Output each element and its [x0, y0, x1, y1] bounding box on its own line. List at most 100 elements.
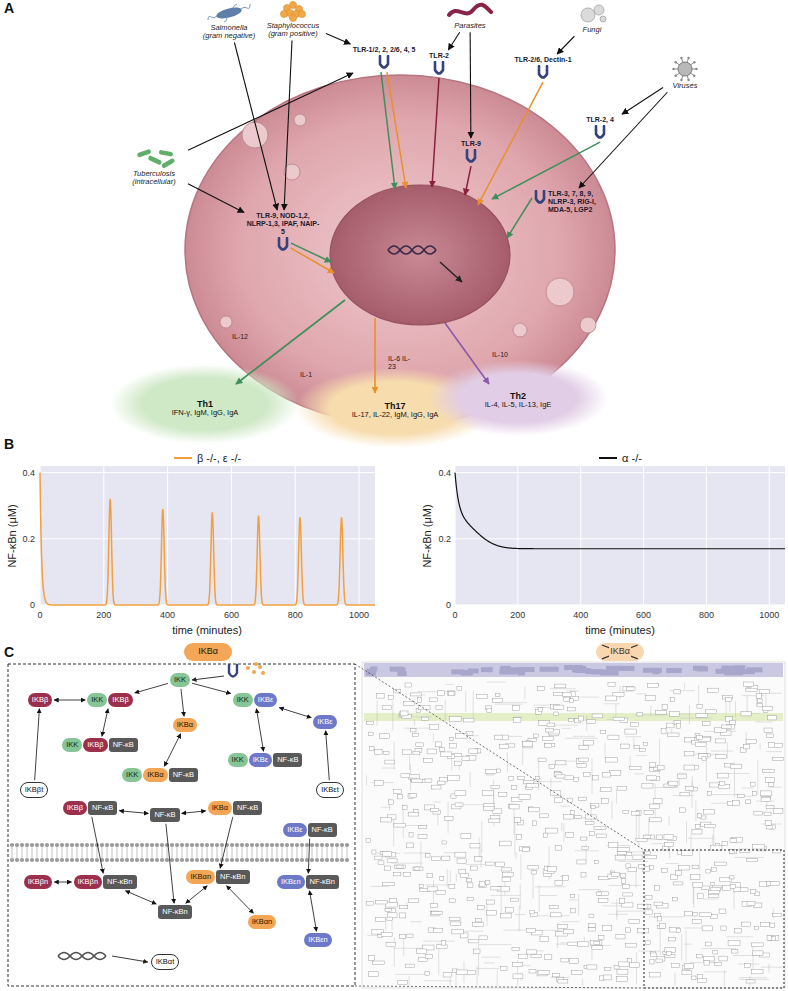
- map-box: [569, 959, 578, 964]
- map-box: [601, 799, 608, 804]
- map-box: [487, 708, 492, 712]
- receptor-label: TLR-1/2, 2, 2/6, 4, 5: [353, 46, 416, 54]
- map-wire: [514, 822, 515, 855]
- map-box: [413, 867, 423, 870]
- map-box: [375, 917, 385, 921]
- lipid-head: [135, 843, 139, 847]
- map-box: [398, 980, 408, 984]
- map-box: [676, 724, 680, 729]
- map-box: [654, 902, 663, 905]
- tick-label: 0.4: [22, 468, 35, 478]
- map-box: [637, 713, 642, 716]
- map-box: [500, 841, 512, 846]
- map-box: [382, 706, 391, 710]
- map-box: [746, 688, 757, 691]
- map-box: [711, 882, 715, 885]
- map-block: [606, 666, 625, 671]
- lipid-tail: [62, 846, 63, 858]
- receptor-label: TLR-9: [461, 140, 481, 148]
- map-box: [657, 917, 662, 921]
- map-box: [532, 821, 536, 826]
- molecule-node: IKBεNF-κB: [283, 823, 337, 837]
- spike-tip: [693, 75, 695, 77]
- map-box: [526, 929, 535, 933]
- map-box: [555, 880, 563, 885]
- map-block: [724, 670, 742, 675]
- cytokine-label: IL-6 IL-23: [388, 355, 414, 370]
- map-box: [670, 712, 679, 717]
- map-box: [713, 950, 718, 954]
- vesicle: [242, 122, 268, 148]
- map-box: [532, 870, 536, 874]
- cell-type-label: IL-4, IL-5, IL-13, IgE: [470, 401, 566, 410]
- map-box: [486, 770, 497, 774]
- lipid-head: [215, 858, 219, 862]
- map-box: [695, 743, 706, 747]
- molecule-label: NF-κB: [88, 801, 117, 815]
- receptor-node: TLR-3, 7, 8, 9, NLRP-3, RIG-I, MDA-5, LG…: [533, 190, 599, 214]
- grid-line: [295, 466, 296, 605]
- map-box: [719, 956, 728, 961]
- axis-title: time (minutes): [172, 624, 242, 636]
- ligand-dot: [258, 665, 262, 669]
- lipid-head: [245, 843, 249, 847]
- spike-tip: [687, 57, 689, 59]
- map-box: [764, 728, 772, 732]
- map-box: [569, 719, 574, 722]
- map-box: [696, 954, 702, 957]
- map-box: [563, 693, 572, 697]
- map-wire: [403, 805, 404, 839]
- molecule-label: IKBεn: [277, 875, 305, 889]
- pathogen-node: Tuberculosis (intracellular): [122, 146, 186, 187]
- receptor-label: TLR-2, 4: [586, 116, 614, 124]
- output-cloud: Th17IL-17, IL-22, IgM, IgG, IgA: [340, 401, 450, 420]
- lipid-tail: [12, 846, 13, 858]
- lipid-head: [65, 858, 69, 862]
- map-wire: [733, 890, 734, 910]
- map-box: [554, 712, 558, 715]
- map-box: [556, 775, 565, 778]
- map-box: [771, 937, 775, 941]
- signal-arrows: [291, 72, 600, 273]
- map-box: [538, 686, 545, 690]
- lipid-head: [295, 858, 299, 862]
- lipid-head: [190, 843, 194, 847]
- grid-line: [40, 472, 375, 473]
- lipid-tail: [82, 846, 83, 858]
- bacterium: [215, 5, 242, 20]
- gene-dna: [58, 953, 106, 960]
- receptor-node: TLR-9: [455, 140, 487, 165]
- map-box: [627, 687, 635, 691]
- map-block: [643, 668, 662, 673]
- map-box: [431, 857, 440, 860]
- reaction-arrow: [279, 708, 311, 718]
- map-wire: [669, 845, 670, 858]
- dna-strand: [388, 246, 436, 254]
- map-box: [599, 899, 608, 903]
- signal-arrow: [387, 72, 406, 188]
- molecule-node: IKBεn: [304, 933, 332, 947]
- map-box: [442, 841, 447, 844]
- map-wire: [563, 823, 564, 842]
- lipid-head: [30, 843, 34, 847]
- legend-label: β -/-, ε -/-: [197, 452, 241, 464]
- molecule-label: NF-κBn: [216, 870, 249, 884]
- map-box: [523, 780, 534, 784]
- map-box: [773, 914, 782, 917]
- map-box: [546, 828, 558, 833]
- binding-arrow: [234, 43, 277, 211]
- lipid-tail: [37, 846, 38, 858]
- map-wire: [465, 691, 466, 711]
- lipid-head: [60, 858, 64, 862]
- molecule-node: IKKIKBε: [233, 693, 278, 707]
- map-box: [664, 835, 673, 839]
- map-box: [394, 824, 406, 827]
- map-box: [563, 876, 569, 881]
- lipid-head: [130, 858, 134, 862]
- map-box: [366, 839, 370, 843]
- lipid-head: [85, 843, 89, 847]
- map-box: [531, 954, 541, 957]
- lipid-tail: [187, 846, 188, 858]
- map-wire: [539, 886, 540, 913]
- map-wire: [726, 936, 753, 937]
